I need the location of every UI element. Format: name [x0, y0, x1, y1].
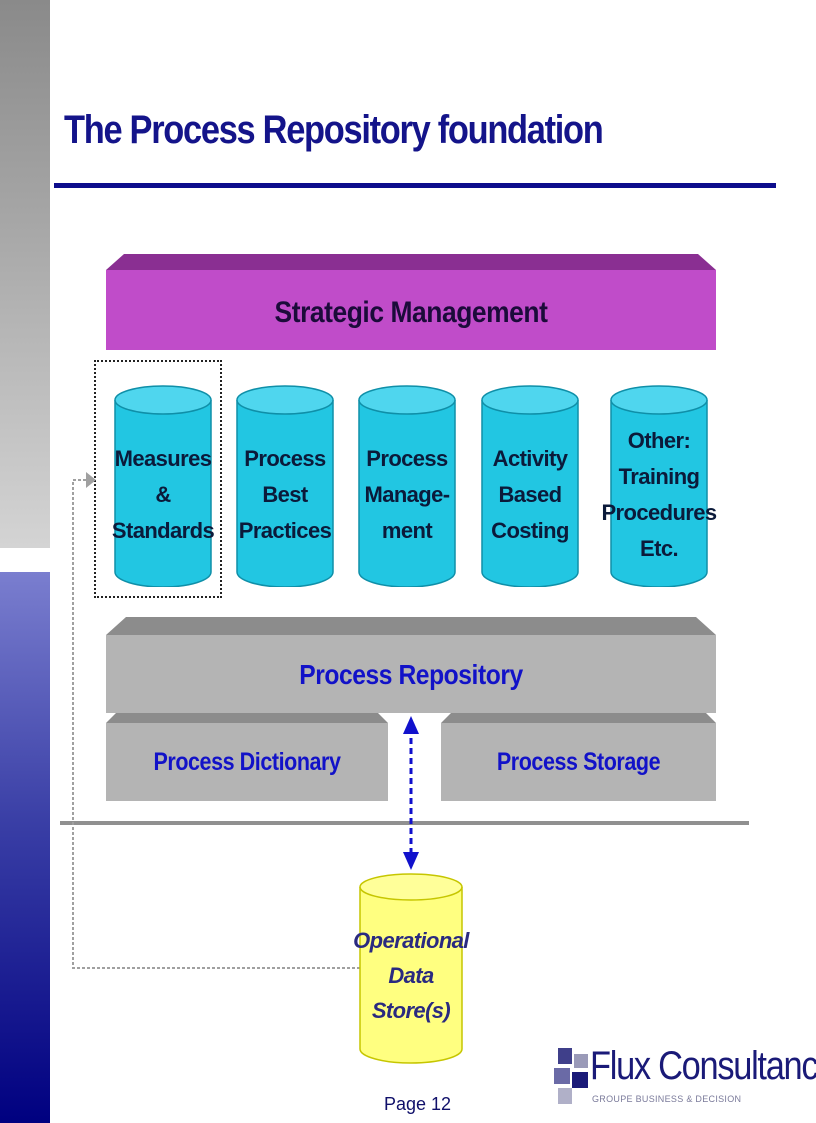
cylinder-label-line: Standards	[111, 518, 215, 543]
strategic-box-shape	[106, 254, 716, 350]
cylinder-shape	[358, 385, 456, 587]
cylinder-label-line: Training	[618, 464, 700, 489]
process-repository-box: Process Repository	[106, 617, 716, 713]
slide-title: The Process Repository foundation	[64, 108, 604, 152]
cylinder-label-line: Process	[366, 446, 448, 471]
process-dictionary-box: Process Dictionary	[106, 713, 388, 801]
process-repository-label: Process Repository	[299, 659, 523, 690]
selection-dashed-frame	[94, 360, 222, 598]
cylinder-label: Measures & Standards	[100, 441, 226, 549]
ods-label-line: Store(s)	[371, 998, 451, 1023]
cylinder-shape	[236, 385, 334, 587]
cylinder-shape	[114, 385, 212, 587]
cylinder-label-line: Process	[244, 446, 326, 471]
sidebar-blue-band	[0, 572, 50, 1123]
strategic-management-label: Strategic Management	[274, 296, 548, 329]
ods-label-line: Data	[388, 963, 434, 988]
company-logo	[554, 1046, 590, 1108]
cylinder-label-line: Other:	[627, 428, 691, 453]
page-number: Page 12	[384, 1094, 452, 1114]
feedback-connector	[72, 472, 360, 969]
cylinder-label-line: ment	[381, 518, 433, 543]
cylinder-label-line: Procedures	[601, 500, 717, 525]
logo-name: Flux Consultancy	[590, 1044, 816, 1088]
storage-box-shape	[441, 713, 716, 801]
process-storage-box: Process Storage	[441, 713, 716, 801]
horizontal-divider	[60, 821, 749, 825]
cylinder-label-line: Costing	[491, 518, 569, 543]
cylinder-label-line: Best	[262, 482, 308, 507]
repository-cylinder: Measures & Standards	[112, 385, 215, 587]
ods-cylinder-shape	[359, 873, 463, 1064]
dictionary-box-shape	[106, 713, 388, 801]
cylinder-shape	[610, 385, 708, 587]
ods-label-line: Operational	[353, 928, 469, 953]
logo-icon	[554, 1048, 588, 1104]
cylinder-label-line: Measures	[114, 446, 212, 471]
process-storage-label: Process Storage	[496, 748, 661, 776]
title-underline	[54, 183, 776, 188]
cylinder-label-line: &	[155, 482, 171, 507]
cylinder-label-line: Based	[498, 482, 562, 507]
repository-box-shape	[106, 617, 716, 713]
strategic-management-box: Strategic Management	[106, 254, 716, 350]
sidebar-gray-band	[0, 0, 50, 548]
logo-tagline: GROUPE BUSINESS & DECISION	[592, 1094, 742, 1104]
cylinder-label-line: Manage-	[364, 482, 450, 507]
cylinder-label-line: Practices	[238, 518, 332, 543]
double-arrow	[403, 716, 419, 870]
cylinder-shape	[481, 385, 579, 587]
cylinder-label-line: Etc.	[640, 536, 679, 561]
process-dictionary-label: Process Dictionary	[153, 748, 341, 776]
cylinder-label-line: Activity	[492, 446, 568, 471]
